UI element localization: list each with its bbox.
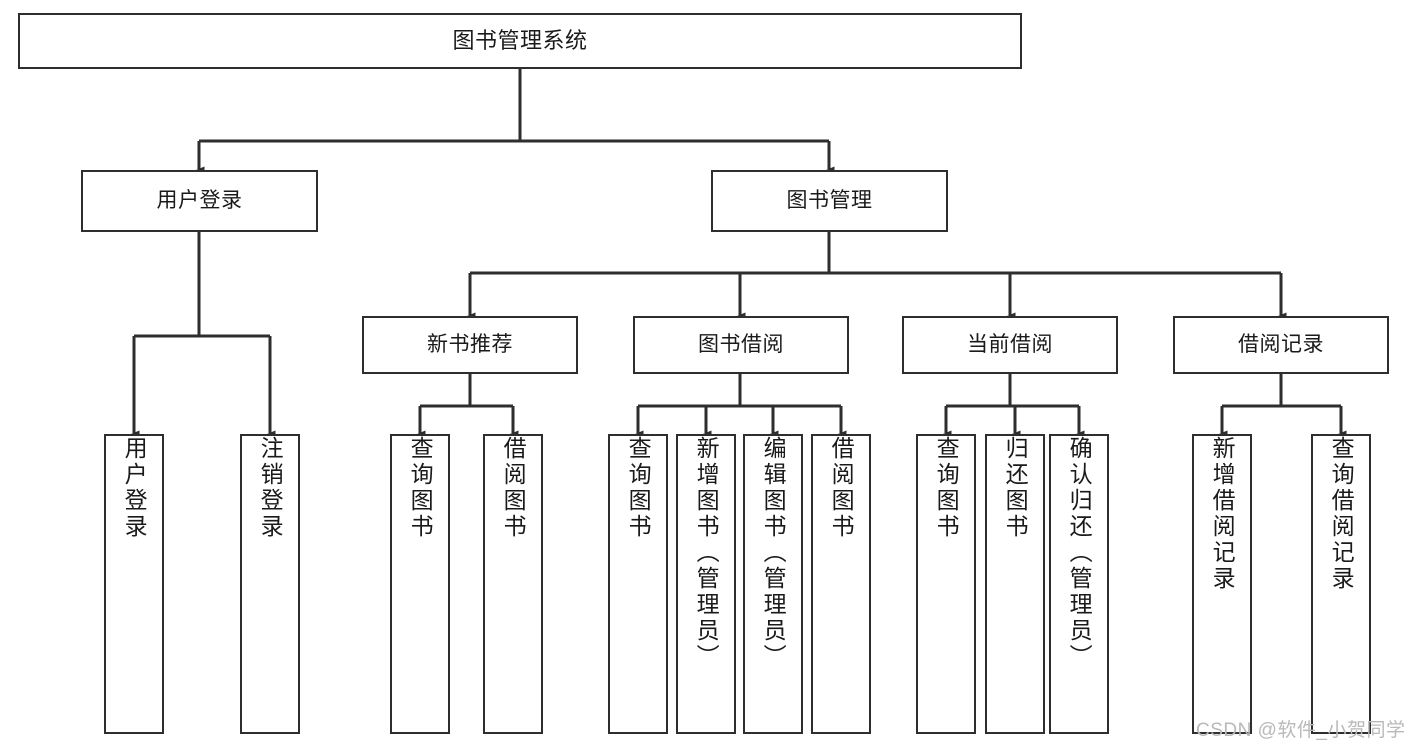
node-box-leaf_1[interactable]: 注销登录 [240, 434, 300, 734]
watermark-label: CSDN @软件_小贺同学 [1196, 720, 1405, 741]
node-box-leaf_6[interactable]: 编辑图书（管理员） [743, 434, 803, 734]
node-label-l3_3: 借阅记录 [1238, 332, 1324, 356]
node-box-l2_1[interactable]: 图书管理 [711, 170, 948, 232]
node-box-leaf_8[interactable]: 查询图书 [916, 434, 976, 734]
node-label-leaf_12: 查询借阅记录 [1328, 436, 1355, 592]
node-label-leaf_0: 用户登录 [121, 436, 148, 540]
node-box-l3_0[interactable]: 新书推荐 [362, 316, 578, 374]
node-label-leaf_1: 注销登录 [257, 436, 284, 540]
node-label-leaf_9: 归还图书 [1002, 436, 1029, 540]
node-box-leaf_10[interactable]: 确认归还（管理员） [1049, 434, 1109, 734]
node-label-leaf_3: 借阅图书 [500, 436, 527, 540]
node-box-l2_0[interactable]: 用户登录 [81, 170, 318, 232]
node-label-leaf_5: 新增图书（管理员） [693, 436, 720, 670]
node-box-leaf_4[interactable]: 查询图书 [608, 434, 668, 734]
node-box-leaf_7[interactable]: 借阅图书 [811, 434, 871, 734]
node-box-leaf_3[interactable]: 借阅图书 [483, 434, 543, 734]
node-label-l3_0: 新书推荐 [427, 332, 513, 356]
node-box-root[interactable]: 图书管理系统 [18, 13, 1022, 69]
node-box-leaf_2[interactable]: 查询图书 [390, 434, 450, 734]
node-box-l3_2[interactable]: 当前借阅 [902, 316, 1118, 374]
node-box-leaf_5[interactable]: 新增图书（管理员） [676, 434, 736, 734]
node-label-root: 图书管理系统 [452, 28, 588, 54]
node-label-l3_2: 当前借阅 [967, 332, 1053, 356]
node-label-leaf_8: 查询图书 [933, 436, 960, 540]
node-box-leaf_9[interactable]: 归还图书 [985, 434, 1045, 734]
node-label-l3_1: 图书借阅 [698, 332, 784, 356]
node-box-l3_1[interactable]: 图书借阅 [633, 316, 849, 374]
node-label-leaf_10: 确认归还（管理员） [1066, 436, 1093, 670]
node-box-leaf_12[interactable]: 查询借阅记录 [1311, 434, 1371, 734]
node-label-leaf_11: 新增借阅记录 [1209, 436, 1236, 592]
node-label-leaf_2: 查询图书 [407, 436, 434, 540]
node-label-l2_1: 图书管理 [786, 188, 873, 212]
edges-group [128, 69, 1347, 440]
node-label-l2_0: 用户登录 [156, 188, 243, 212]
node-label-leaf_6: 编辑图书（管理员） [760, 436, 787, 670]
node-label-leaf_7: 借阅图书 [828, 436, 855, 540]
node-box-l3_3[interactable]: 借阅记录 [1173, 316, 1389, 374]
node-box-leaf_11[interactable]: 新增借阅记录 [1192, 434, 1252, 734]
node-box-leaf_0[interactable]: 用户登录 [104, 434, 164, 734]
node-label-leaf_4: 查询图书 [625, 436, 652, 540]
